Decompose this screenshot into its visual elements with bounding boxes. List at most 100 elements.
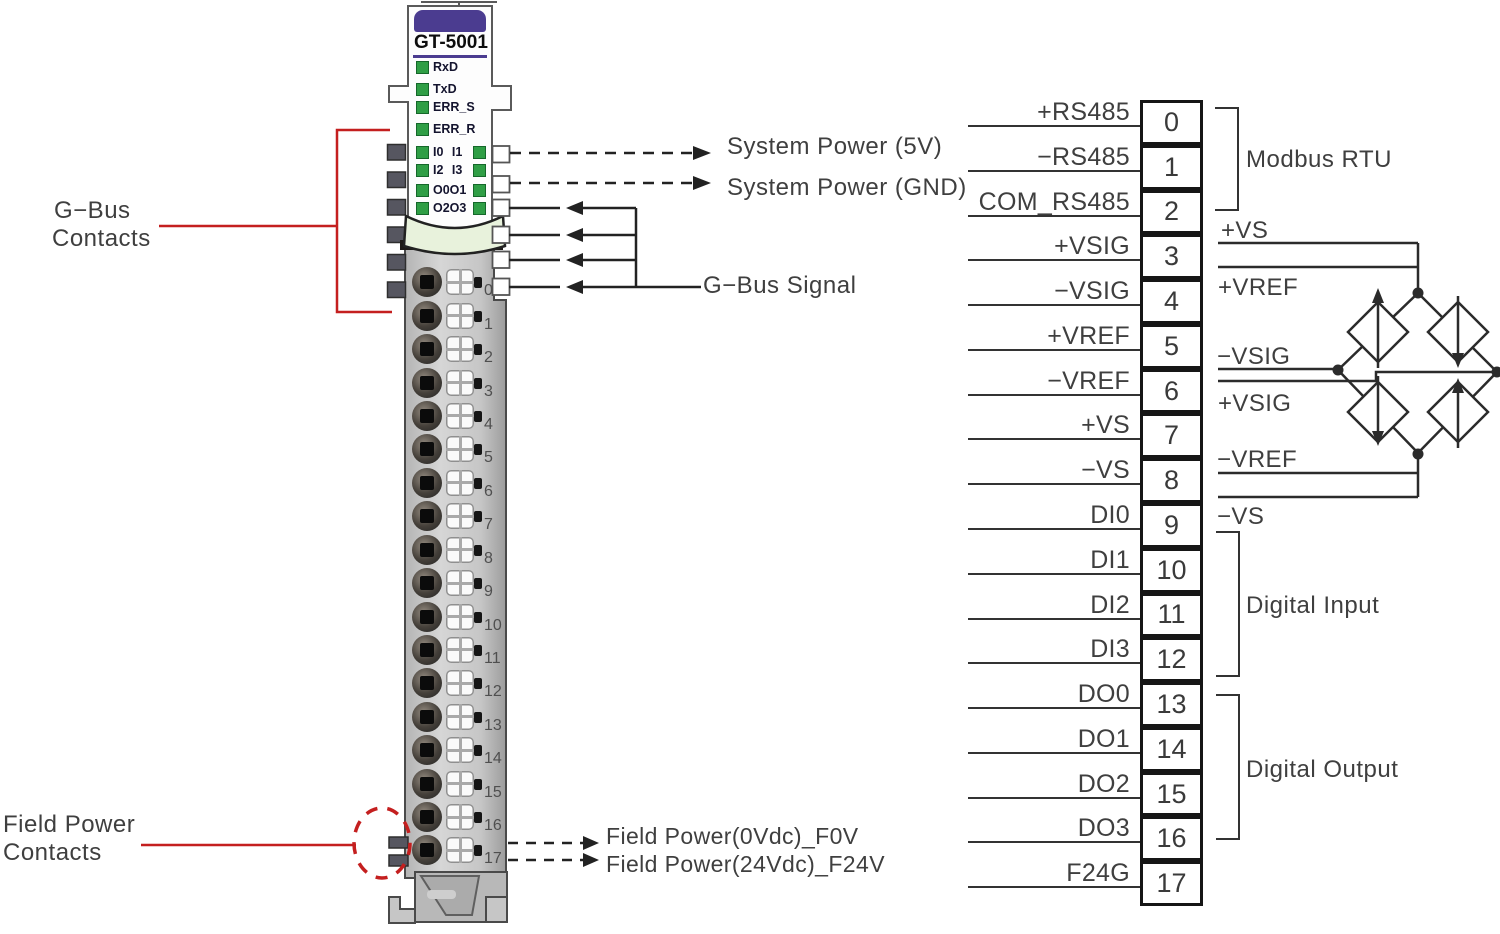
- terminal-screw: [412, 534, 442, 565]
- pin-number: 1: [1163, 151, 1180, 182]
- led-green-icon: [473, 146, 486, 159]
- pin-signal-underline: [968, 125, 1140, 127]
- bridge-vref-minus-label: −VREF: [1217, 446, 1298, 473]
- pin-signal-label: DO0: [1077, 680, 1130, 709]
- pin-row: −VREF 6: [960, 368, 1380, 414]
- terminal-screw-slot: [420, 275, 434, 290]
- pin-signal-underline: [968, 662, 1140, 665]
- pin-signal-label: DO2: [1077, 769, 1130, 798]
- pin-signal-underline: [968, 259, 1140, 262]
- gbus-contacts-label-line1: G−Bus: [54, 197, 131, 224]
- system-power-arrows: [510, 146, 711, 190]
- digital-output-bracket: [1216, 694, 1240, 840]
- terminal-number: 2: [484, 349, 493, 367]
- led-row-i2-i3: I2 I3: [414, 163, 488, 179]
- pin-signal-underline: [968, 617, 1140, 620]
- terminal-connector: [446, 703, 474, 730]
- terminal-nub: [474, 410, 482, 422]
- led-green-icon: [473, 184, 486, 197]
- terminal-screw-slot: [420, 709, 434, 724]
- modbus-rtu-group-label: Modbus RTU: [1246, 146, 1392, 173]
- terminal-screw: [412, 601, 442, 632]
- terminal-screw-slot: [420, 642, 434, 657]
- terminal-connector: [446, 269, 474, 296]
- terminal-screw-slot: [420, 810, 434, 825]
- terminal-screw: [412, 768, 442, 799]
- terminal-number: 10: [484, 616, 502, 634]
- system-power-gnd-label: System Power (GND): [727, 174, 967, 201]
- terminal-connector: [446, 837, 474, 864]
- gbus-contact-pins: [386, 143, 407, 299]
- terminal-number: 15: [484, 783, 502, 801]
- terminal-number: 7: [484, 516, 493, 534]
- led-row-err-s: ERR_S: [414, 100, 488, 116]
- pin-number: 4: [1163, 285, 1180, 316]
- bottom-highlight: [427, 890, 456, 899]
- pin-signal-label: −VS: [1081, 456, 1130, 485]
- pin-signal-label: DI0: [1090, 501, 1130, 530]
- pin-signal-underline: [968, 572, 1140, 575]
- pin-number: 12: [1156, 644, 1187, 675]
- pin-number: 5: [1163, 330, 1180, 361]
- pin-row: +VREF 5: [960, 321, 1380, 369]
- terminal-connector: [446, 670, 474, 697]
- pin-row: −VS 8: [960, 456, 1380, 503]
- terminal-number: 0: [484, 282, 493, 300]
- module-latch: [402, 214, 507, 256]
- terminal-row: 1: [405, 300, 505, 333]
- pin-number: 2: [1163, 196, 1180, 227]
- field-power-contacts-label-line2: Contacts: [3, 839, 102, 866]
- pin-signal-label: +RS485: [1037, 98, 1130, 126]
- bridge-connection-lines: [1218, 241, 1497, 499]
- pin-signal-underline: [968, 528, 1140, 531]
- pin-signal-underline: [968, 796, 1140, 799]
- terminal-row: 10: [405, 601, 505, 634]
- pin-signal-label: +VSIG: [1054, 232, 1130, 261]
- led-row-txd: TxD: [414, 82, 488, 98]
- terminal-screw: [412, 835, 442, 866]
- terminal-number: 6: [484, 482, 493, 500]
- pin-row: −RS485 1: [960, 144, 1380, 190]
- pin-row: DO3 16: [960, 815, 1380, 862]
- pin-signal-underline: [968, 751, 1140, 754]
- bottom-tab: [485, 896, 508, 923]
- arrow-right-icon: [693, 146, 711, 160]
- field-power-circle: [352, 806, 412, 880]
- modbus-rtu-bracket: [1215, 107, 1239, 211]
- pin-number-box: 13: [1140, 682, 1203, 727]
- terminal-screw: [412, 300, 442, 331]
- led-label: O0O1: [433, 183, 467, 197]
- terminal-row: 4: [405, 400, 505, 433]
- terminal-connector: [446, 402, 474, 429]
- terminal-screw-slot: [420, 609, 434, 624]
- arrow-right-icon: [583, 836, 599, 850]
- terminal-row: 6: [405, 467, 505, 500]
- terminal-number: 13: [484, 716, 502, 734]
- terminal-row: 17: [405, 834, 505, 867]
- pin-signal-underline: [968, 438, 1140, 441]
- pin-number-box: 12: [1140, 637, 1203, 683]
- terminal-screw-slot: [420, 475, 434, 490]
- terminal-connector: [446, 436, 474, 463]
- terminal-nub: [474, 711, 482, 723]
- pin-number-box: 11: [1140, 592, 1203, 638]
- pin-signal-label: +VREF: [1047, 321, 1130, 350]
- terminal-screw: [412, 367, 442, 398]
- terminal-screw-slot: [420, 743, 434, 758]
- terminal-number: 14: [484, 750, 502, 768]
- gbus-callout-bracket: [159, 128, 392, 314]
- terminal-nub: [474, 644, 482, 656]
- terminal-nub: [474, 745, 482, 757]
- led-label: I2 I3: [433, 163, 463, 177]
- terminal-screw-slot: [420, 843, 434, 858]
- pin-signal-label: DI1: [1090, 545, 1130, 574]
- field-power-callout: [141, 806, 412, 880]
- module-purple-cap: [414, 10, 486, 32]
- faceplate-divider: [414, 138, 486, 141]
- digital-input-group-label: Digital Input: [1246, 592, 1380, 619]
- pin-number-box: 4: [1140, 279, 1203, 324]
- terminal-row: 15: [405, 768, 505, 801]
- terminal-connector: [446, 804, 474, 831]
- bridge-vsig-minus-label: −VSIG: [1217, 343, 1291, 370]
- terminal-number: 11: [484, 649, 501, 667]
